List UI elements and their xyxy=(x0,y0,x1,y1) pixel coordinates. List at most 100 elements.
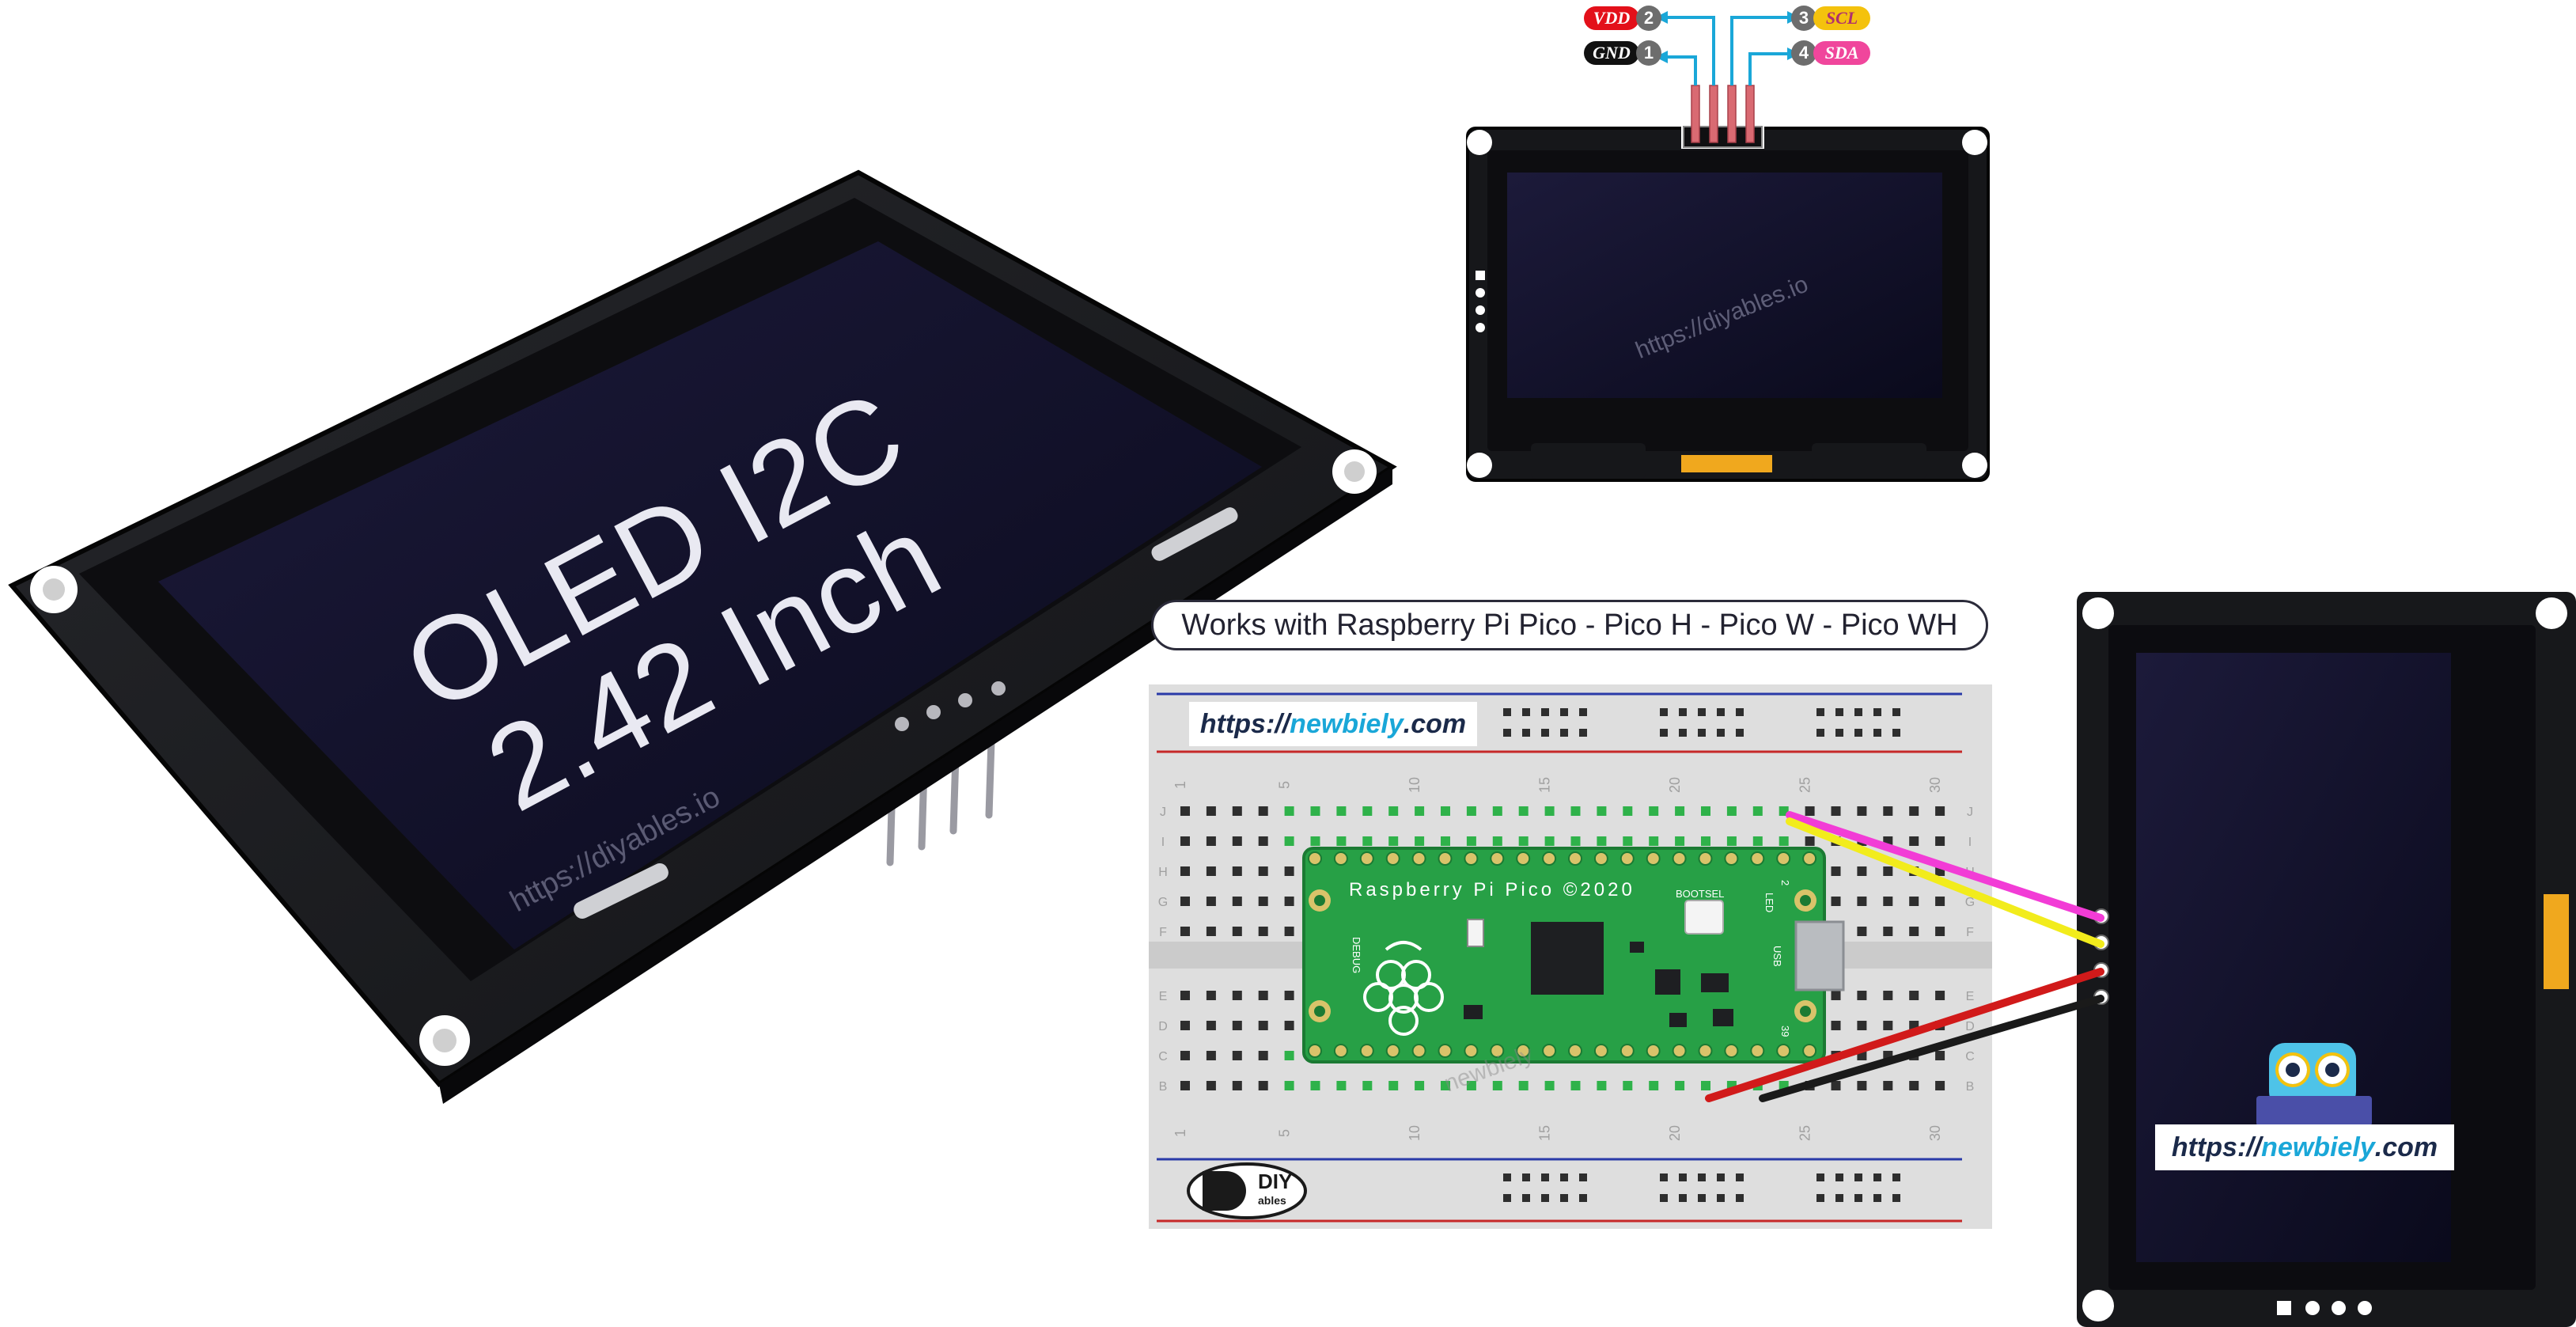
pico-pin xyxy=(1411,1044,1426,1058)
breadboard-hole xyxy=(1310,836,1320,846)
rail-hole xyxy=(1560,729,1568,737)
rail-hole xyxy=(1736,1194,1744,1202)
breadboard-hole xyxy=(1752,836,1763,846)
breadboard-hole xyxy=(1180,991,1190,1000)
breadboard-hole xyxy=(1206,991,1216,1000)
breadboard-hole xyxy=(1831,1081,1841,1090)
breadboard-hole xyxy=(1180,866,1190,876)
rail-hole xyxy=(1717,1173,1725,1181)
pico-pin39-label: 39 xyxy=(1779,1026,1791,1037)
pico-pin xyxy=(1672,1044,1687,1058)
breadboard-hole xyxy=(1831,806,1841,816)
breadboard-hole xyxy=(1180,836,1190,846)
url-suffix: .com xyxy=(1403,708,1467,739)
breadboard-hole xyxy=(1857,897,1867,906)
column-number: 10 xyxy=(1407,777,1422,793)
breadboard-hole xyxy=(1623,806,1633,816)
pico-pin xyxy=(1490,851,1505,866)
rail-hole xyxy=(1522,708,1530,716)
column-number: 20 xyxy=(1667,1125,1683,1141)
rail-hole xyxy=(1698,1173,1706,1181)
breadboard-hole xyxy=(1909,836,1919,846)
row-letter: E xyxy=(1159,990,1168,1003)
usb-port xyxy=(1794,920,1845,991)
column-number: 1 xyxy=(1172,781,1188,789)
wire-scl xyxy=(1786,817,2104,948)
pico-pin xyxy=(1333,851,1348,866)
newbiely-url-badge[interactable]: https://newbiely.com xyxy=(2155,1124,2454,1170)
breadboard-hole xyxy=(1206,836,1216,846)
breadboard-hole xyxy=(1388,836,1399,846)
pico-pin xyxy=(1333,1044,1348,1058)
breadboard-hole xyxy=(1362,836,1373,846)
breadboard-hole xyxy=(1310,806,1320,816)
row-letter: F xyxy=(1966,926,1974,939)
breadboard-hole xyxy=(1597,806,1607,816)
rail-hole xyxy=(1579,729,1587,737)
row-letter: C xyxy=(1965,1050,1975,1063)
breadboard-hole xyxy=(1909,991,1919,1000)
breadboard-hole xyxy=(1909,927,1919,936)
breadboard-hole xyxy=(1284,991,1294,1000)
column-number: 5 xyxy=(1277,1129,1293,1137)
pico-pin xyxy=(1438,851,1453,866)
row-letter: E xyxy=(1966,990,1975,1003)
breadboard-hole xyxy=(1518,1081,1529,1090)
breadboard-hole xyxy=(1336,836,1347,846)
pico-title: Raspberry Pi Pico ©2020 xyxy=(1349,879,1635,900)
pico-pin xyxy=(1776,851,1791,866)
breadboard-hole xyxy=(1518,836,1529,846)
pico-pin xyxy=(1672,851,1687,866)
rail-hole xyxy=(1835,1173,1843,1181)
pico-pin xyxy=(1802,1044,1817,1058)
rail-hole xyxy=(1698,729,1706,737)
mounting-hole xyxy=(1962,453,1987,478)
column-number: 25 xyxy=(1798,1125,1813,1141)
breadboard-hole xyxy=(1883,1021,1893,1030)
breadboard-hole xyxy=(1258,991,1268,1000)
breadboard-hole xyxy=(1232,927,1242,936)
rp2040-chip xyxy=(1531,922,1604,995)
pico-pin xyxy=(1776,1044,1791,1058)
breadboard-hole xyxy=(1180,927,1190,936)
rail-hole xyxy=(1892,708,1900,716)
rail-hole xyxy=(1835,1194,1843,1202)
pico-pin xyxy=(1385,851,1400,866)
breadboard-hole xyxy=(1284,806,1294,816)
breadboard-hole xyxy=(1935,836,1945,846)
rail-hole xyxy=(1503,1173,1511,1181)
rail-hole xyxy=(1873,729,1881,737)
pin-name-scl: SCL xyxy=(1813,6,1870,30)
raspberry-pi-pico: Raspberry Pi Pico ©2020 BOOTSEL LED USB … xyxy=(1302,847,1845,1098)
pico-pin xyxy=(1385,1044,1400,1058)
rail-hole xyxy=(1503,708,1511,716)
rail-hole xyxy=(1854,1194,1862,1202)
pin-number-scl: 3 xyxy=(1791,6,1816,31)
row-letter: G xyxy=(1965,896,1975,909)
row-letter: G xyxy=(1158,896,1168,909)
row-letter: H xyxy=(1158,866,1168,879)
rail-hole xyxy=(1579,1173,1587,1181)
rail-hole xyxy=(1560,708,1568,716)
pin-number-vdd: 2 xyxy=(1636,6,1661,31)
url-prefix: https:// xyxy=(1199,708,1290,739)
wire-gnd xyxy=(1759,995,2104,1102)
newbiely-url-badge[interactable]: https://newbiely.com xyxy=(1189,702,1477,746)
column-number: 30 xyxy=(1927,1125,1943,1141)
breadboard-hole xyxy=(1597,1081,1607,1090)
breadboard-hole xyxy=(1492,806,1502,816)
rail-hole xyxy=(1854,708,1862,716)
url-prefix: https:// xyxy=(2171,1132,2262,1162)
pin-name-vdd: VDD xyxy=(1584,6,1639,30)
url-domain: newbiely xyxy=(1290,708,1404,739)
rail-hole xyxy=(1736,1173,1744,1181)
rail-hole xyxy=(1816,729,1824,737)
rail-hole xyxy=(1541,1173,1549,1181)
column-number: 15 xyxy=(1537,1125,1553,1141)
pico-debug-label: DEBUG xyxy=(1351,937,1362,973)
column-number: 30 xyxy=(1927,777,1943,793)
breadboard-hole xyxy=(1180,1081,1190,1090)
breadboard-hole xyxy=(1883,806,1893,816)
pin-name-sda: SDA xyxy=(1813,41,1870,65)
breadboard-hole xyxy=(1258,1021,1268,1030)
